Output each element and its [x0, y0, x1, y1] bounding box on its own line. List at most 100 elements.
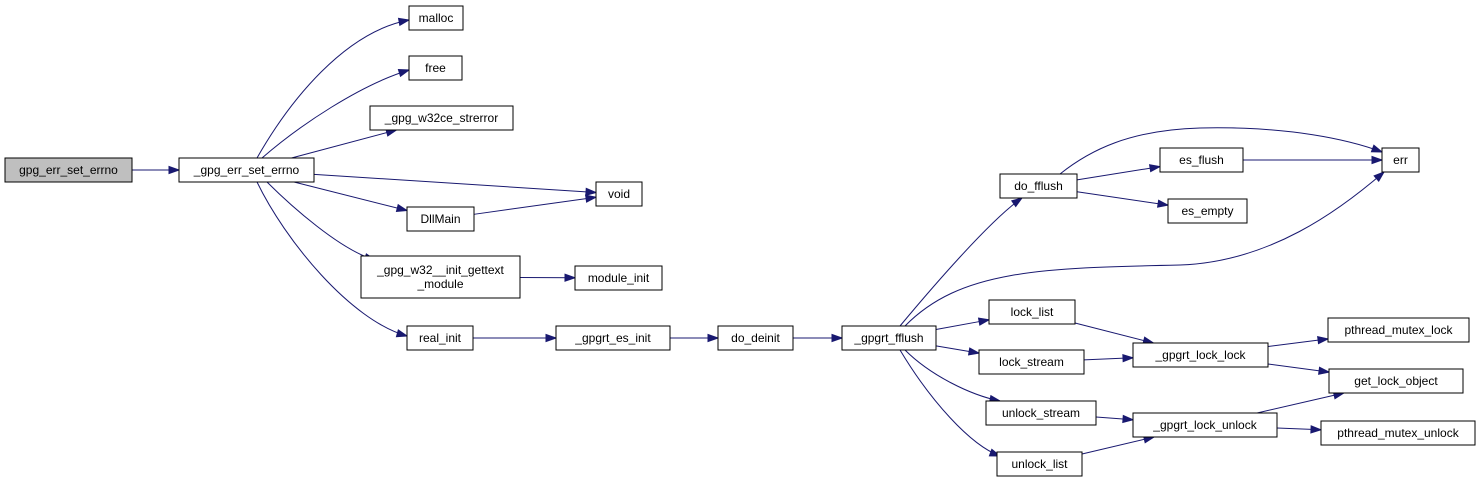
node-lock-list[interactable]: lock_list	[988, 299, 1076, 325]
edge-gpg-err-set-errno-to-real-init-arrowhead	[395, 329, 409, 338]
node-es-empty-label: es_empty	[1181, 204, 1233, 218]
node-void-label: void	[608, 187, 630, 201]
node-void[interactable]: void	[595, 181, 643, 207]
node-es-flush-label: es_flush	[1179, 153, 1224, 167]
edge-gpgrt-fflush-to-lock-stream-arrowhead	[967, 347, 981, 356]
edge-real-init-to-gpgrt-es-init-arrowhead	[545, 333, 558, 343]
node-pthread-mutex-lock-box	[1327, 317, 1470, 343]
edge-gpgrt-fflush-to-err-arrowhead	[1373, 171, 1386, 183]
node-gpgrt-lock-lock-label: _gpgrt_lock_lock	[1154, 348, 1246, 362]
node-gpg-err-set-errno-label: gpg_err_set_errno	[19, 163, 118, 177]
node-gpg-w32ce-strerror[interactable]: _gpg_w32ce_strerror	[369, 105, 514, 131]
node-gpg-w32--init-gettext-module-box	[360, 255, 521, 299]
edge-gpg-err-set-errno-to-gpg-w32--init-gettext-module	[266, 181, 376, 261]
edge-gpg-err-set-errno-to-real-init	[256, 181, 408, 337]
edge-es-flush-to-err-arrowhead	[1371, 155, 1384, 165]
edge-gpg-w32--init-gettext-module-to-module-init-arrowhead	[564, 273, 577, 282]
node-es-flush-box	[1159, 147, 1244, 173]
node-pthread-mutex-lock-label: pthread_mutex_lock	[1344, 323, 1453, 337]
node-gpgrt-fflush[interactable]: _gpgrt_fflush	[841, 325, 937, 351]
node-gpg-w32--init-gettext-module[interactable]: _gpg_w32__init_gettext_module	[360, 255, 521, 299]
node-module-init[interactable]: module_init	[574, 265, 663, 291]
node-real-init-box	[406, 325, 474, 351]
node-malloc-label: malloc	[419, 11, 454, 25]
edge-do-deinit-to-gpgrt-fflush-arrowhead	[831, 333, 844, 343]
node-gpgrt-lock-unlock[interactable]: _gpgrt_lock_unlock	[1132, 412, 1278, 438]
edge-gpgrt-fflush-to-do-fflush-arrowhead	[1010, 197, 1024, 208]
node-real-init-label: real_init	[419, 331, 462, 345]
node-gpg-err-set-errno[interactable]: gpg_err_set_errno	[4, 157, 133, 183]
node-err[interactable]: err	[1381, 147, 1420, 173]
call-graph-edges	[132, 17, 1386, 457]
node-gpgrt-es-init-label: _gpgrt_es_init	[574, 331, 651, 345]
node-gpgrt-es-init[interactable]: _gpgrt_es_init	[555, 325, 671, 351]
edge-gpgrt-lock-unlock-to-get-lock-object	[1256, 392, 1345, 414]
node-gpgrt-lock-lock-box	[1132, 342, 1269, 368]
edge-gpgrt-lock-lock-to-pthread-mutex-lock-arrowhead	[1317, 336, 1330, 345]
node-gpg-err-set-errno-box	[178, 157, 315, 183]
node-unlock-stream[interactable]: unlock_stream	[985, 400, 1097, 426]
edge-gpg-err-set-errno-to-malloc-arrowhead	[397, 17, 411, 27]
node-pthread-mutex-unlock-label: pthread_mutex_unlock	[1337, 426, 1459, 440]
node-DllMain-box	[406, 206, 475, 232]
node-pthread-mutex-unlock[interactable]: pthread_mutex_unlock	[1320, 420, 1476, 446]
edge-gpgrt-es-init-to-do-deinit-arrowhead	[707, 333, 720, 343]
edge-unlock-list-to-gpgrt-lock-unlock	[1081, 436, 1155, 455]
node-gpg-w32ce-strerror-label: _gpg_w32ce_strerror	[384, 111, 498, 125]
node-do-deinit-box	[717, 325, 794, 351]
node-unlock-list-box	[996, 451, 1083, 477]
edge-gpgrt-fflush-to-err	[904, 171, 1385, 327]
edge-DllMain-to-void	[473, 196, 597, 215]
node-module-init-label: module_init	[588, 271, 650, 285]
node-free-box	[408, 55, 463, 81]
edge-do-fflush-to-err-arrowhead	[1370, 144, 1384, 153]
node-do-fflush[interactable]: do_fflush	[999, 173, 1078, 199]
node-get-lock-object[interactable]: get_lock_object	[1328, 368, 1464, 394]
node-gpgrt-lock-lock[interactable]: _gpgrt_lock_lock	[1132, 342, 1269, 368]
edge-gpg-err-set-errno-to-free-arrowhead	[397, 69, 411, 78]
node-gpg-err-set-errno-box	[4, 157, 133, 183]
edge-gpgrt-lock-lock-to-get-lock-object-arrowhead	[1318, 366, 1331, 375]
node-gpg-w32ce-strerror-box	[369, 105, 514, 131]
node-err-label: err	[1393, 153, 1408, 167]
edge-gpgrt-lock-unlock-to-pthread-mutex-unlock-arrowhead	[1310, 425, 1323, 434]
node-do-deinit[interactable]: do_deinit	[717, 325, 794, 351]
node-err-box	[1381, 147, 1420, 173]
node-free[interactable]: free	[408, 55, 463, 81]
node-DllMain-label: DllMain	[420, 212, 460, 226]
node-gpgrt-fflush-box	[841, 325, 937, 351]
edge-gpg-err-set-errno-to-gpg-err-set-errno-arrowhead	[168, 165, 181, 175]
node-real-init[interactable]: real_init	[406, 325, 474, 351]
edge-gpg-err-set-errno-to-void	[313, 173, 597, 194]
edge-DllMain-to-void-arrowhead	[585, 194, 598, 203]
edge-gpg-err-set-errno-to-free	[261, 69, 410, 159]
node-es-empty[interactable]: es_empty	[1167, 198, 1248, 224]
node-lock-list-label: lock_list	[1011, 305, 1054, 319]
node-pthread-mutex-unlock-box	[1320, 420, 1476, 446]
edge-do-fflush-to-es-flush	[1076, 166, 1161, 181]
edge-unlock-stream-to-gpgrt-lock-unlock-arrowhead	[1122, 414, 1135, 424]
node-void-box	[595, 181, 643, 207]
node-es-empty-box	[1167, 198, 1248, 224]
call-graph-nodes: gpg_err_set_errno _gpg_err_set_errno mallo…	[4, 5, 1476, 477]
edge-do-fflush-to-err	[1059, 127, 1383, 175]
node-lock-stream[interactable]: lock_stream	[978, 349, 1085, 375]
edge-gpg-err-set-errno-to-DllMain-arrowhead	[395, 203, 409, 213]
node-gpgrt-fflush-label: _gpgrt_fflush	[853, 331, 923, 345]
node-free-label: free	[425, 61, 446, 75]
node-gpgrt-lock-unlock-box	[1132, 412, 1278, 438]
edge-do-fflush-to-es-empty-arrowhead	[1156, 199, 1170, 208]
node-unlock-list[interactable]: unlock_list	[996, 451, 1083, 477]
node-module-init-box	[574, 265, 663, 291]
edge-gpg-err-set-errno-to-DllMain	[293, 181, 408, 212]
node-unlock-stream-box	[985, 400, 1097, 426]
node-gpg-err-set-errno[interactable]: _gpg_err_set_errno	[178, 157, 315, 183]
node-DllMain[interactable]: DllMain	[406, 206, 475, 232]
node-malloc[interactable]: malloc	[408, 5, 464, 31]
edge-do-fflush-to-es-empty	[1076, 191, 1169, 206]
node-pthread-mutex-lock[interactable]: pthread_mutex_lock	[1327, 317, 1470, 343]
node-gpg-w32--init-gettext-module-label-2: _module	[416, 277, 463, 291]
node-es-flush[interactable]: es_flush	[1159, 147, 1244, 173]
node-do-deinit-label: do_deinit	[731, 331, 780, 345]
